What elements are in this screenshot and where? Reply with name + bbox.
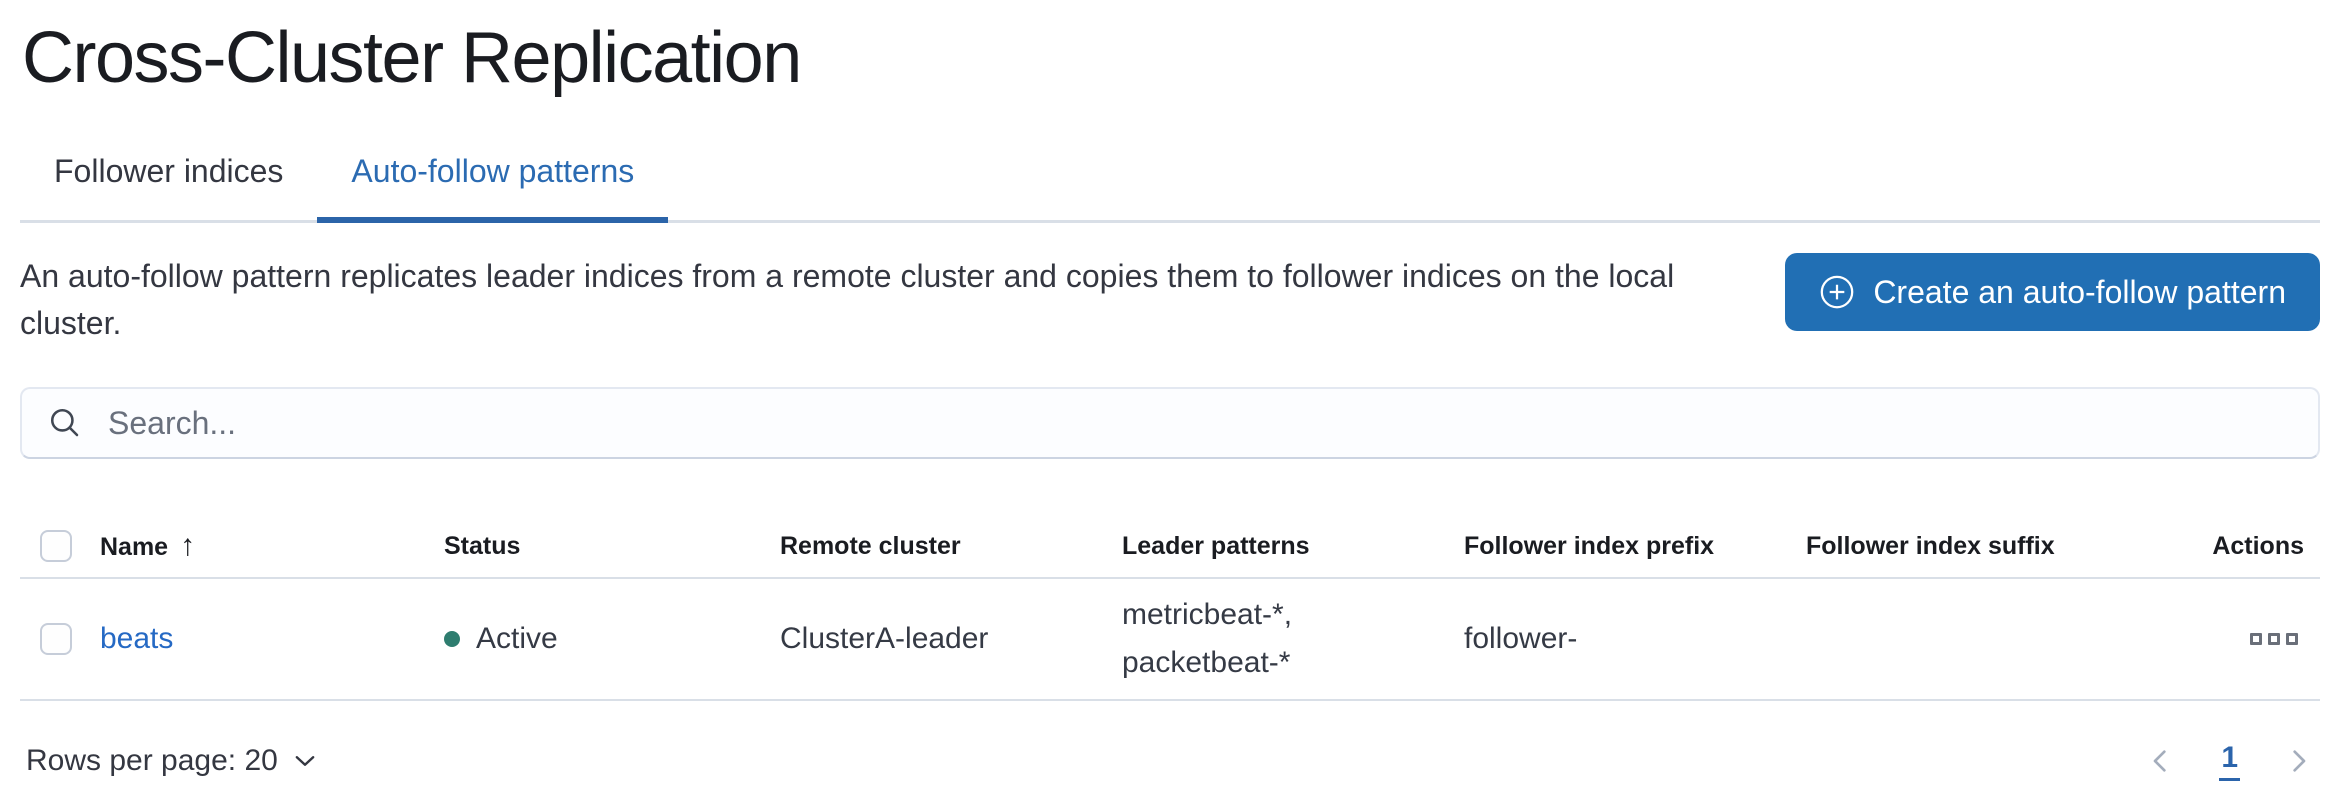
search-bar (20, 387, 2320, 459)
chevron-left-icon[interactable] (2145, 745, 2177, 777)
column-header-status: Status (444, 531, 521, 560)
intro-section: An auto-follow pattern replicates leader… (20, 253, 2320, 347)
status-active-dot-icon (444, 631, 460, 647)
table-header-row: Name↑ Status Remote cluster Leader patte… (20, 515, 2320, 579)
search-input[interactable] (108, 404, 2292, 442)
sort-ascending-icon: ↑ (180, 529, 196, 562)
cell-name: beats (84, 622, 428, 656)
select-all-checkbox[interactable] (40, 530, 72, 562)
status-label: Active (476, 622, 558, 655)
table-footer: Rows per page: 20 1 (20, 729, 2320, 793)
cell-status: Active (428, 622, 764, 656)
column-header-name[interactable]: Name↑ (100, 529, 196, 562)
column-header-actions: Actions (2212, 531, 2304, 560)
column-header-leader-patterns: Leader patterns (1122, 531, 1310, 560)
auto-follow-patterns-table: Name↑ Status Remote cluster Leader patte… (20, 515, 2320, 701)
column-header-remote-cluster: Remote cluster (780, 531, 961, 560)
rows-per-page-label: Rows per page: 20 (26, 744, 278, 777)
row-checkbox[interactable] (40, 623, 72, 655)
tabs: Follower indices Auto-follow patterns (20, 134, 2320, 223)
page-description: An auto-follow pattern replicates leader… (20, 258, 1675, 341)
cell-remote-cluster: ClusterA-leader (780, 622, 989, 655)
row-checkbox-cell (20, 623, 84, 655)
plus-in-circle-icon (1819, 274, 1855, 310)
chevron-right-icon[interactable] (2282, 745, 2314, 777)
column-header-follower-index-suffix: Follower index suffix (1806, 531, 2055, 560)
create-button-label: Create an auto-follow pattern (1873, 273, 2286, 310)
leader-pattern-line: packetbeat-* (1122, 646, 1291, 679)
cell-leader-patterns: metricbeat-*, packetbeat-* (1106, 591, 1448, 687)
create-auto-follow-pattern-button[interactable]: Create an auto-follow pattern (1785, 253, 2320, 331)
search-icon (48, 406, 82, 440)
chevron-down-icon (292, 748, 318, 774)
pagination: 1 (2145, 741, 2314, 781)
tab-auto-follow-patterns[interactable]: Auto-follow patterns (317, 134, 669, 223)
pagination-page-1[interactable]: 1 (2219, 741, 2240, 781)
cell-follower-index-prefix: follower- (1464, 622, 1578, 655)
page-title: Cross-Cluster Replication (22, 18, 802, 98)
pattern-name-link[interactable]: beats (100, 622, 174, 655)
column-header-follower-index-prefix: Follower index prefix (1464, 531, 1715, 560)
table-row: beats Active ClusterA-leader metricbeat-… (20, 579, 2320, 701)
tab-follower-indices[interactable]: Follower indices (54, 153, 284, 189)
cell-actions (2132, 627, 2320, 651)
leader-pattern-line: metricbeat-*, (1122, 598, 1293, 631)
boxes-horizontal-icon[interactable] (2244, 627, 2304, 651)
rows-per-page-button[interactable]: Rows per page: 20 (26, 744, 318, 778)
header-checkbox-cell (20, 530, 84, 562)
